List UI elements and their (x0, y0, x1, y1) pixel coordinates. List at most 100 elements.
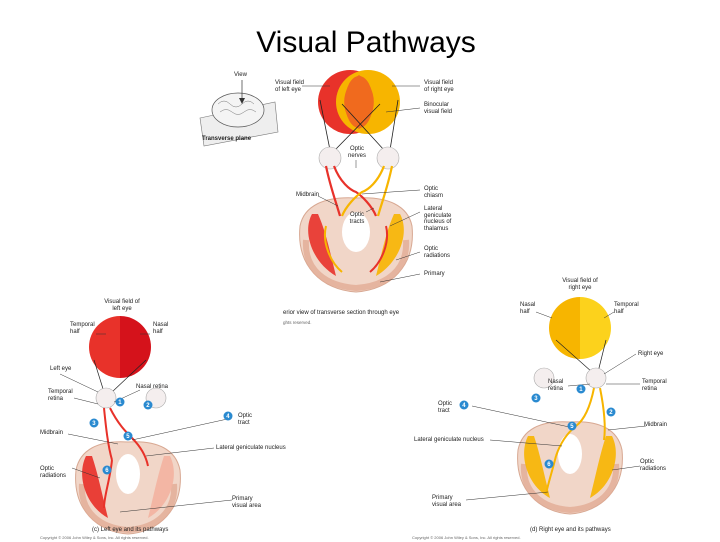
left-copyright: Copyright © 2006 John Wiley & Sons, Inc.… (40, 535, 149, 540)
label-optic-tracts-1: Optic (349, 212, 364, 218)
right-sight-lines (555, 339, 607, 373)
right-label-lgn: Lateral geniculate nucleus (414, 437, 484, 443)
right-nasal-half (549, 297, 580, 359)
top-caption: erior view of transverse section through… (283, 310, 400, 316)
right-label-optic-tract-2: tract (438, 407, 450, 414)
right-label-optic-tract-1: Optic (438, 401, 453, 407)
marker-4: 4 (226, 414, 230, 420)
right-label-temporal-half-2: half (614, 308, 624, 315)
left-label-temporal-retina-2: retina (48, 395, 64, 402)
page-title: Visual Pathways (256, 26, 476, 59)
label-view: View (234, 72, 247, 78)
small-brain (211, 92, 265, 128)
right-label-right-eye: Right eye (638, 351, 664, 357)
left-label-optic-radiations-2: radiations (40, 472, 67, 479)
orientation-brain-figure (199, 80, 279, 147)
right-label-nasal-retina-1: Nasal (548, 379, 564, 385)
top-brain-section (299, 197, 413, 293)
right-label-optic-radiations-1: Optic (640, 459, 655, 465)
label-lgn-3: nucleus of (424, 219, 452, 225)
label-optic-chiasm-1: Optic (424, 186, 439, 192)
top-right-eye (376, 146, 400, 170)
right-caption: (d) Right eye and its pathways (530, 527, 611, 533)
left-label-temporal-half-2: half (70, 328, 80, 335)
left-label-temporal-half-1: Temporal (70, 322, 95, 328)
marker-2: 2 (146, 403, 150, 409)
marker-6: 6 (105, 468, 109, 474)
right-label-nasal-half-2: half (520, 308, 530, 315)
left-label-lgn: Lateral geniculate nucleus (216, 445, 286, 451)
label-vf-right-1: Visual field (424, 80, 453, 86)
right-leaders (465, 311, 647, 501)
sight-lines (319, 99, 399, 151)
right-label-primary-1: Primary (432, 495, 453, 501)
left-label-primary-2: visual area (232, 502, 262, 509)
left-brain-section (75, 441, 181, 535)
right-label-temporal-retina-2: retina (642, 385, 658, 392)
left-label-nasal-half-2: half (153, 328, 163, 335)
label-binocular-2: visual field (424, 108, 453, 115)
right-label-nasal-retina-2: retina (548, 385, 564, 392)
label-vf-left-1: Visual field (275, 80, 304, 86)
left-label-nasal-half-1: Nasal (153, 322, 169, 328)
left-number-markers: 1 2 3 4 5 6 (89, 397, 233, 475)
marker-3: 3 (534, 396, 538, 402)
label-vf-right-2: of right eye (424, 86, 454, 93)
right-label-primary-2: visual area (432, 501, 462, 508)
label-optic-chiasm-2: chiasm (424, 192, 444, 199)
right-temporal-half (580, 297, 611, 359)
label-binocular-1: Binocular (424, 102, 450, 108)
left-leaders (59, 333, 233, 513)
top-copyright: ghts reserved. (283, 320, 312, 325)
marker-6: 6 (547, 462, 551, 468)
right-label-vf-2: right eye (568, 284, 592, 291)
binocular-overlap (345, 76, 373, 128)
label-transverse-plane: Transverse plane (202, 136, 252, 142)
marker-1: 1 (579, 387, 583, 393)
left-label-optic-tract-1: Optic (238, 413, 253, 419)
left-eye (95, 387, 117, 409)
right-number-markers: 1 2 3 4 5 6 (459, 384, 616, 469)
top-leaders (302, 85, 421, 283)
right-brain-section (517, 421, 623, 515)
left-label-left-eye: Left eye (50, 366, 72, 372)
right-copyright: Copyright © 2006 John Wiley & Sons, Inc.… (412, 535, 521, 540)
marker-4: 4 (462, 403, 466, 409)
marker-5: 5 (126, 434, 130, 440)
right-fellow-eye (533, 367, 555, 389)
right-label-temporal-retina-1: Temporal (642, 379, 667, 385)
marker-1: 1 (118, 400, 122, 406)
right-label-vf-1: Visual field of (562, 278, 598, 284)
right-label-midbrain: Midbrain (644, 422, 668, 428)
left-label-optic-radiations-1: Optic (40, 466, 55, 472)
label-lgn-4: thalamus (424, 225, 449, 232)
label-lgn-2: geniculate (424, 212, 452, 219)
left-label-nasal-retina: Nasal retina (136, 384, 169, 390)
label-optic-tracts-2: tracts (349, 218, 365, 225)
marker-5: 5 (570, 424, 574, 430)
right-label-optic-radiations-2: radiations (640, 465, 667, 472)
right-label-temporal-half-1: Temporal (614, 302, 639, 308)
label-optic-nerves-1: Optic (349, 146, 364, 152)
left-label-vf-2: left eye (112, 305, 132, 312)
left-label-vf-1: Visual field of (104, 299, 140, 305)
top-left-eye (318, 146, 342, 170)
label-optic-radiations-1: Optic (424, 246, 439, 252)
left-caption: (c) Left eye and its pathways (92, 527, 169, 533)
left-sight-lines (93, 359, 147, 393)
right-eye (585, 367, 607, 389)
label-vf-left-2: of left eye (275, 86, 302, 93)
left-label-primary-1: Primary (232, 496, 253, 502)
marker-2: 2 (609, 410, 613, 416)
right-label-nasal-half-1: Nasal (520, 302, 536, 308)
label-primary: Primary (424, 271, 445, 277)
label-lgn-1: Lateral (424, 206, 443, 212)
label-midbrain: Midbrain (296, 192, 320, 198)
left-nasal-half (120, 316, 151, 378)
label-optic-nerves-2: nerves (347, 152, 366, 159)
top-optic-pathways (324, 165, 394, 217)
marker-3: 3 (92, 421, 96, 427)
left-label-optic-tract-2: tract (238, 419, 250, 426)
left-label-temporal-retina-1: Temporal (48, 389, 73, 395)
